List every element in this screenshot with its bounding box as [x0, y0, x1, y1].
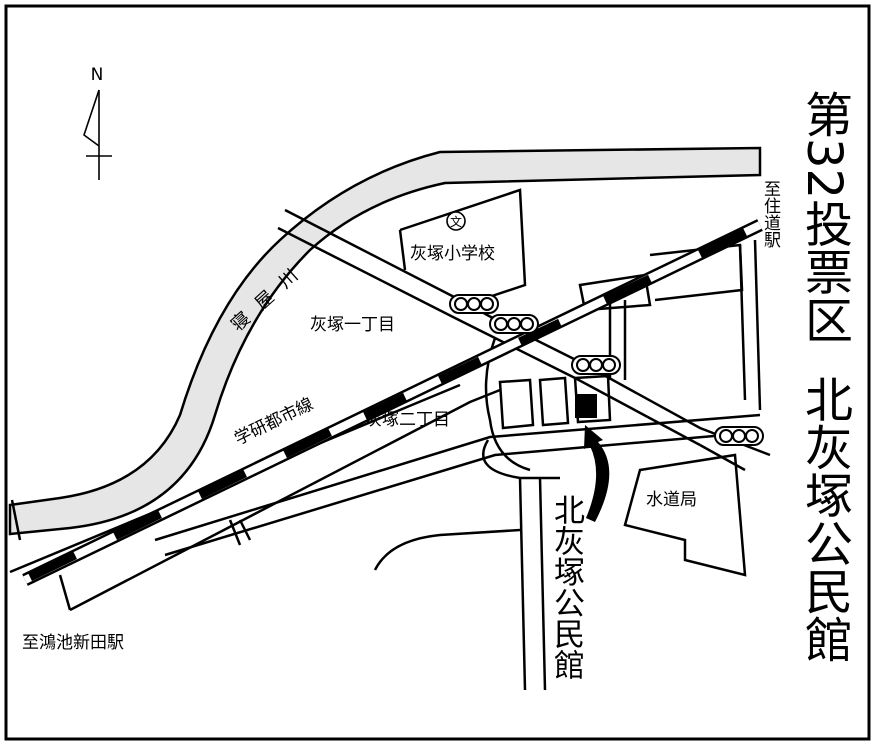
rail-dash — [603, 274, 652, 305]
district-title: 第32投票区 — [796, 90, 852, 343]
map-frame — [4, 4, 871, 741]
venue-marker — [575, 394, 597, 418]
venue-pointer-label: 北灰塚公民館 — [548, 494, 585, 680]
rail-dash — [283, 427, 332, 459]
road-east-west — [154, 413, 761, 542]
area-label-1: 灰塚一丁目 — [310, 315, 395, 335]
rail-dash — [28, 550, 77, 582]
waterworks-label: 水道局 — [646, 490, 697, 510]
road-school-diagonal — [284, 208, 771, 457]
traffic-signal — [489, 314, 539, 334]
station-konoike-label: 至鴻池新田駅 — [22, 633, 124, 653]
rail-dash — [113, 509, 162, 541]
river — [8, 146, 762, 536]
waterworks-block — [623, 453, 747, 577]
school-block — [399, 188, 527, 302]
road-venue-south — [518, 477, 527, 691]
north-arrow-icon: N — [83, 65, 112, 180]
rail-dash — [698, 227, 747, 259]
road-east-west-2 — [164, 430, 761, 557]
road-venue-south-2 — [538, 477, 547, 691]
rail-dash — [363, 392, 407, 421]
railway — [22, 219, 763, 586]
school-symbol-icon: 文 — [446, 211, 466, 231]
traffic-signal — [714, 426, 764, 446]
traffic-signal — [571, 355, 621, 375]
venue-title: 北灰塚公民館 — [796, 375, 852, 663]
traffic-signal — [449, 294, 499, 314]
rail-dash — [198, 468, 247, 500]
school-label: 灰塚小学校 — [410, 244, 495, 264]
rail-dash — [518, 318, 562, 347]
svg-text:N: N — [91, 65, 104, 85]
rail-dash — [438, 356, 482, 385]
venue-arrow-icon — [584, 425, 610, 522]
road-railway-south — [69, 388, 501, 612]
svg-text:文: 文 — [450, 214, 462, 229]
station-sumido-label: 至住道駅 — [760, 180, 781, 248]
area-label-2: 灰塚二丁目 — [365, 410, 450, 430]
